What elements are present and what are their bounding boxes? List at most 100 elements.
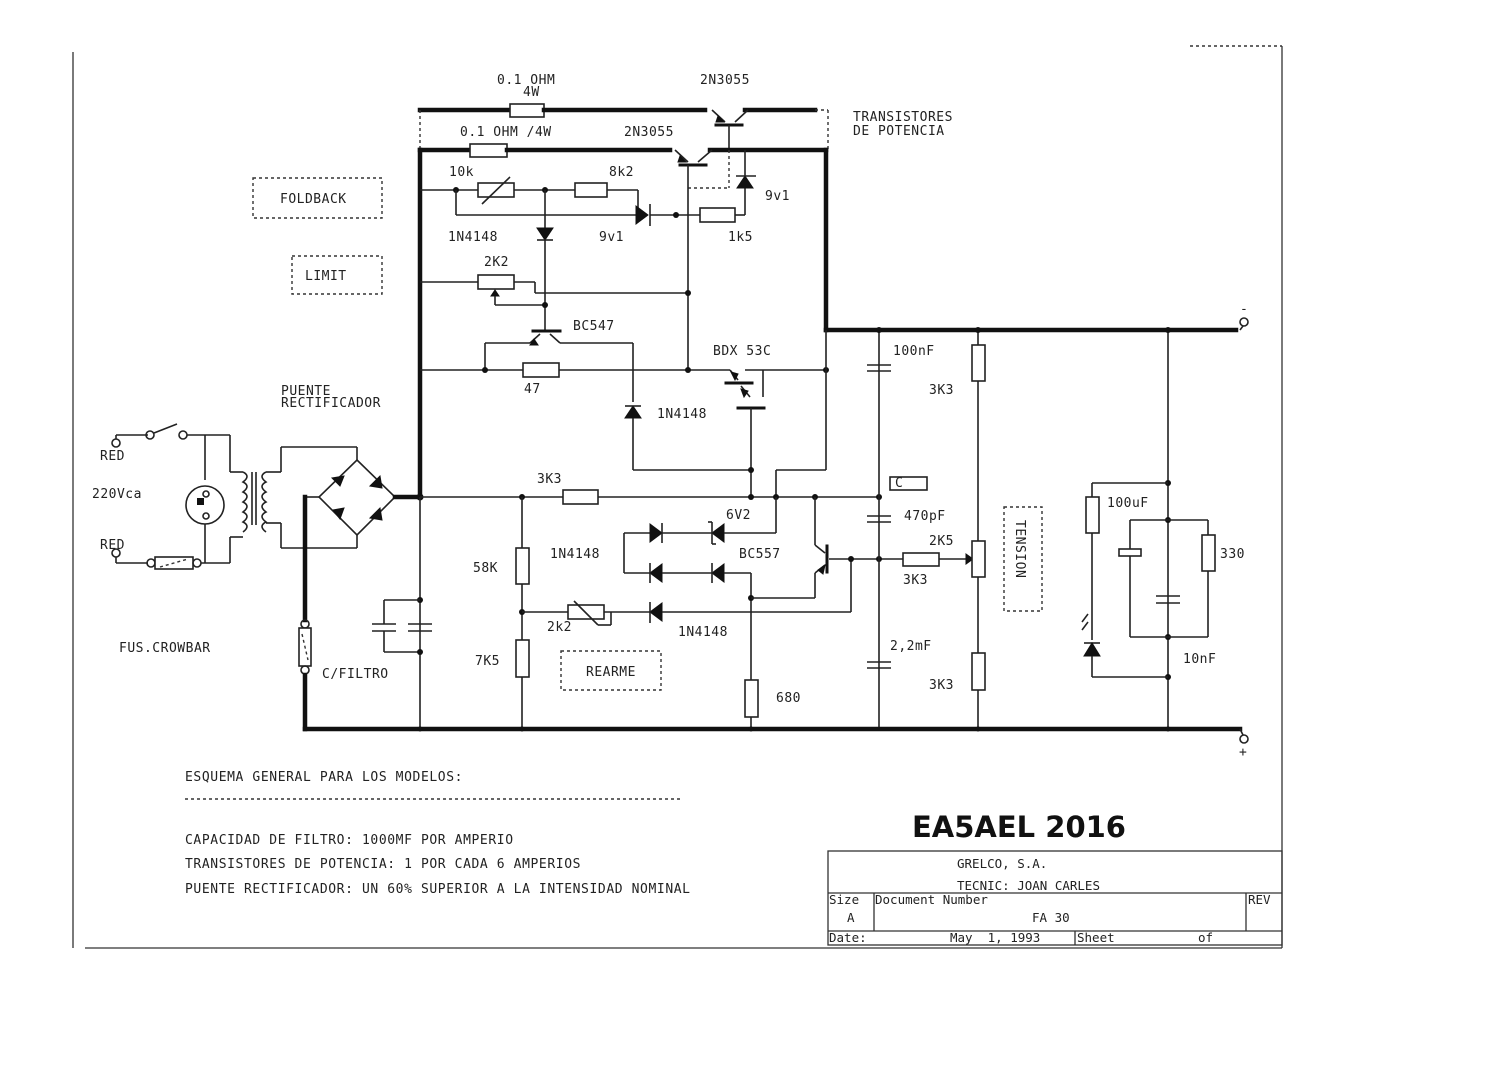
resistor-3k3-c <box>902 552 940 567</box>
label-terminal-negative: - <box>1240 302 1248 317</box>
resistor-100uf-label <box>1085 496 1100 534</box>
transistor-bc547 <box>529 329 562 346</box>
label-pot-2k2-limit: 2K2 <box>484 255 509 270</box>
label-r-3k3-b: 3K3 <box>929 383 954 398</box>
resistor-3k3-b <box>971 344 986 382</box>
label-pot-2k2-rearme: 2k2 <box>547 620 572 635</box>
label-red-2: RED <box>100 538 125 553</box>
label-r-3k3-d: 3K3 <box>929 678 954 693</box>
label-c-filtro: C/FILTRO <box>322 667 389 682</box>
transistor-2n3055-b <box>674 149 713 167</box>
output-terminal-positive[interactable] <box>1239 734 1249 744</box>
label-bc547: BC547 <box>573 319 615 334</box>
label-c-2-2mf: 2,2mF <box>890 639 932 654</box>
resistor-7k5 <box>515 639 530 678</box>
tension-label: TENSION <box>1012 520 1027 578</box>
function-boxes: FOLDBACK LIMIT REARME TENSION <box>252 177 1043 691</box>
resistor-1k5 <box>699 207 736 223</box>
zener-9v1-b <box>736 175 754 189</box>
label-fus-crowbar: FUS.CROWBAR <box>119 641 211 656</box>
label-2n3055-b: 2N3055 <box>624 125 674 140</box>
zener-9v1-a <box>635 205 649 225</box>
title-technician: TECNIC: JOAN CARLES <box>957 878 1100 893</box>
resistor-0r1-4w-b <box>469 143 508 158</box>
resistor-58k <box>515 547 530 585</box>
title-block: GRELCO, S.A. TECNIC: JOAN CARLES Size A … <box>827 850 1283 946</box>
led-indicator <box>1083 642 1101 657</box>
title-company: GRELCO, S.A. <box>957 856 1047 871</box>
watermark: EA5AEL 2016 <box>912 810 1126 844</box>
label-r-7k5: 7K5 <box>475 654 500 669</box>
label-pot-2k5: 2K5 <box>929 534 954 549</box>
title-doc-number-label: Document Number <box>875 892 988 907</box>
resistor-680 <box>744 679 759 718</box>
title-rev-label: REV <box>1248 892 1271 907</box>
notes-line-1: CAPACIDAD DE FILTRO: 1000MF POR AMPERIO <box>185 833 514 848</box>
title-of-label: of <box>1198 930 1213 945</box>
resistor-3k3-d <box>971 652 986 691</box>
transistor-bdx53c <box>724 369 826 410</box>
pot-2k2-limit <box>477 274 515 290</box>
label-pot-10k: 10k <box>449 165 474 180</box>
diode-1n4148-c1 <box>649 523 663 543</box>
label-r-3k3-c: 3K3 <box>903 573 928 588</box>
label-zener-6v2: 6V2 <box>726 508 751 523</box>
label-r-top-power-w: 4W <box>523 85 540 100</box>
resistor-330 <box>1201 534 1216 572</box>
label-r-top-power: 0.1 OHM <box>497 73 555 88</box>
label-terminal-positive: + <box>1239 745 1247 760</box>
label-1n4148-c: 1N4148 <box>550 547 600 562</box>
label-c-box: C <box>895 476 903 491</box>
label-1n4148-b: 1N4148 <box>657 407 707 422</box>
tension-box <box>1003 506 1043 612</box>
label-bdx53c: BDX 53C <box>713 344 771 359</box>
label-r-3k3-a: 3K3 <box>537 472 562 487</box>
c-connector-box <box>889 476 928 491</box>
label-puente-2: RECTIFICADOR <box>281 396 381 411</box>
diode-1n4148-d <box>649 602 663 622</box>
label-transistores-1: TRANSISTORES <box>853 110 953 125</box>
output-section <box>302 317 1249 744</box>
label-bc557: BC557 <box>739 547 781 562</box>
resistor-0r1-4w-a <box>509 103 545 118</box>
label-1n4148-a: 1N4148 <box>448 230 498 245</box>
notes-heading: ESQUEMA GENERAL PARA LOS MODELOS: <box>185 770 463 785</box>
electrolytic-capacitor <box>1118 548 1142 557</box>
pot-2k5 <box>971 540 986 578</box>
label-1n4148-d: 1N4148 <box>678 625 728 640</box>
control-section <box>420 489 903 729</box>
notes-block: ESQUEMA GENERAL PARA LOS MODELOS: CAPACI… <box>185 770 690 897</box>
label-red-1: RED <box>100 449 125 464</box>
foldback-label: FOLDBACK <box>280 192 347 207</box>
label-r-8k2: 8k2 <box>609 165 634 180</box>
title-date-value: May 1, 1993 <box>950 930 1040 945</box>
label-transistores-2: DE POTENCIA <box>853 124 945 139</box>
output-terminal-negative[interactable] <box>1239 317 1249 327</box>
label-zener-9v1-b: 9v1 <box>765 189 790 204</box>
limit-box <box>291 255 383 295</box>
label-c-100uf: 100uF <box>1107 496 1149 511</box>
rearme-box <box>560 650 662 691</box>
label-2n3055-a: 2N3055 <box>700 73 750 88</box>
foldback-box <box>252 177 383 219</box>
title-sheet-label: Sheet <box>1077 930 1115 945</box>
transformer <box>241 471 268 533</box>
sheet-frame <box>72 45 1283 949</box>
label-r-power2: 0.1 OHM /4W <box>460 125 552 140</box>
limit-label: LIMIT <box>305 269 347 284</box>
label-puente-1: PUENTE <box>281 384 331 399</box>
power-transistor-section <box>417 103 1239 500</box>
bridge-rectifier <box>317 458 397 537</box>
label-zener-9v1-a: 9v1 <box>599 230 624 245</box>
label-r-1k5: 1k5 <box>728 230 753 245</box>
resistor-8k2 <box>574 182 608 198</box>
diode-1n4148-c3 <box>711 563 725 583</box>
title-size-label: Size <box>829 892 859 907</box>
title-date-label: Date: <box>829 930 867 945</box>
label-c-10nf: 10nF <box>1183 652 1216 667</box>
transistor-bc557 <box>751 497 903 599</box>
transistor-2n3055-a <box>711 109 749 150</box>
label-mains: 220Vca <box>92 487 142 502</box>
label-r-58k: 58K <box>473 561 498 576</box>
